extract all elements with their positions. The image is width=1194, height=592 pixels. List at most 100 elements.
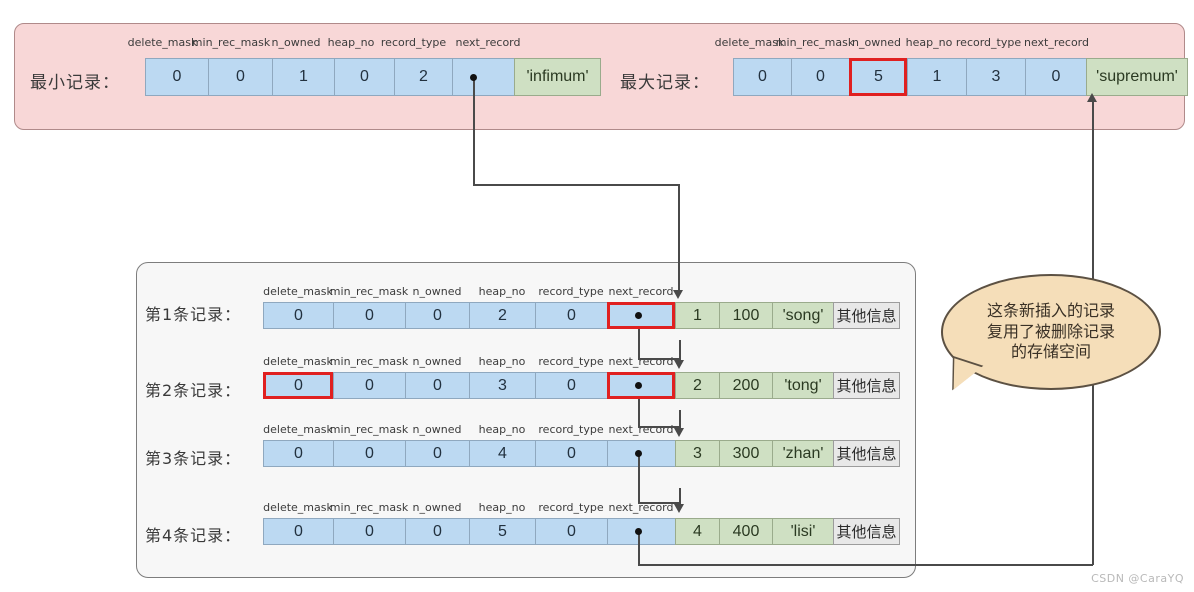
supremum-delete-mask[interactable]: 0 (733, 58, 791, 96)
header-min-rec-mask: min_rec_mask (329, 423, 409, 436)
header-delete-mask: delete_mask (263, 423, 333, 436)
record-2-label: 第2条记录： (145, 381, 242, 400)
infimum-next-record[interactable] (452, 58, 514, 96)
header-delete-mask: delete_mask (263, 355, 333, 368)
infimum-record-type[interactable]: 2 (394, 58, 452, 96)
record-4-name[interactable]: 'lisi' (772, 518, 833, 545)
header-n-owned: n_owned (271, 36, 321, 49)
record-1-extra[interactable]: 其他信息 (833, 302, 900, 329)
supremum-min-rec-mask[interactable]: 0 (791, 58, 849, 96)
record-1-number[interactable]: 100 (719, 302, 772, 329)
record-1-id[interactable]: 1 (675, 302, 719, 329)
callout-line-3: 的存储空间 (1010, 342, 1091, 362)
record-3-pointer-dot (635, 450, 642, 457)
header-min-rec-mask: min_rec_mask (329, 501, 409, 514)
header-record-type: record_type (538, 423, 604, 436)
table-row: 0 0 0 3 0 2 200 'tong' 其他信息 (263, 372, 900, 399)
infimum-heap-no[interactable]: 0 (334, 58, 394, 96)
record-1-delete-mask[interactable]: 0 (263, 302, 333, 329)
record-2-field-headers: delete_mask min_rec_mask n_owned heap_no… (263, 356, 675, 367)
header-delete-mask: delete_mask (127, 36, 198, 49)
link-infimum-h (473, 184, 679, 186)
record-2-number[interactable]: 200 (719, 372, 772, 399)
record-1-record-type[interactable]: 0 (535, 302, 607, 329)
header-n-owned: n_owned (852, 36, 901, 49)
link-r2-arrowhead (674, 428, 684, 437)
record-4-number[interactable]: 400 (719, 518, 772, 545)
record-4-id[interactable]: 4 (675, 518, 719, 545)
record-3-field-headers: delete_mask min_rec_mask n_owned heap_no… (263, 424, 675, 435)
supremum-name[interactable]: 'supremum' (1086, 58, 1188, 96)
record-3-record-type[interactable]: 0 (535, 440, 607, 467)
table-row: 0 0 0 5 0 4 400 'lisi' 其他信息 (263, 518, 900, 545)
record-4-record-type[interactable]: 0 (535, 518, 607, 545)
infimum-field-headers: delete_mask min_rec_mask n_owned heap_no… (127, 36, 589, 49)
callout-line-2: 复用了被删除记录 (986, 321, 1115, 341)
header-min-rec-mask: min_rec_mask (775, 36, 855, 49)
link-r2-v1 (638, 385, 640, 427)
infimum-n-owned[interactable]: 1 (272, 58, 334, 96)
infimum-delete-mask[interactable]: 0 (145, 58, 208, 96)
record-2-name[interactable]: 'tong' (772, 372, 833, 399)
supremum-record-type[interactable]: 3 (966, 58, 1025, 96)
record-3-id[interactable]: 3 (675, 440, 719, 467)
record-2-delete-mask[interactable]: 0 (263, 372, 333, 399)
record-1-n-owned[interactable]: 0 (405, 302, 469, 329)
link-r4-h (638, 564, 1093, 566)
record-2-n-owned[interactable]: 0 (405, 372, 469, 399)
record-2-min-rec-mask[interactable]: 0 (333, 372, 405, 399)
record-4-n-owned[interactable]: 0 (405, 518, 469, 545)
record-4-min-rec-mask[interactable]: 0 (333, 518, 405, 545)
record-4-extra[interactable]: 其他信息 (833, 518, 900, 545)
record-3-heap-no[interactable]: 4 (469, 440, 535, 467)
record-2-record-type[interactable]: 0 (535, 372, 607, 399)
infimum-pointer-dot (470, 74, 477, 81)
infimum-name[interactable]: 'infimum' (514, 58, 601, 96)
supremum-row-label: 最大记录： (620, 73, 710, 93)
record-3-name[interactable]: 'zhan' (772, 440, 833, 467)
header-record-type: record_type (538, 501, 604, 514)
record-4-delete-mask[interactable]: 0 (263, 518, 333, 545)
record-3-delete-mask[interactable]: 0 (263, 440, 333, 467)
supremum-n-owned[interactable]: 5 (849, 58, 907, 96)
infimum-record: 0 0 1 0 2 'infimum' (145, 58, 601, 96)
supremum-record: 0 0 5 1 3 0 'supremum' (733, 58, 1188, 96)
header-delete-mask: delete_mask (263, 285, 333, 298)
link-r1-arrowhead (674, 360, 684, 369)
header-n-owned: n_owned (412, 423, 462, 436)
header-record-type: record_type (538, 285, 604, 298)
link-r3-arrowhead (674, 504, 684, 513)
record-3-n-owned[interactable]: 0 (405, 440, 469, 467)
header-record-type: record_type (538, 355, 604, 368)
link-r3-h (638, 502, 680, 504)
header-next-record: next_record (608, 501, 674, 514)
record-1-min-rec-mask[interactable]: 0 (333, 302, 405, 329)
table-row: 0 0 0 2 0 1 100 'song' 其他信息 (263, 302, 900, 329)
infimum-min-rec-mask[interactable]: 0 (208, 58, 272, 96)
link-r4-v1 (638, 531, 640, 565)
record-3-min-rec-mask[interactable]: 0 (333, 440, 405, 467)
record-3-number[interactable]: 300 (719, 440, 772, 467)
supremum-next-record[interactable]: 0 (1025, 58, 1086, 96)
record-1-label: 第1条记录： (145, 305, 242, 324)
record-2-extra[interactable]: 其他信息 (833, 372, 900, 399)
watermark: CSDN @CaraYQ (1091, 572, 1184, 585)
record-3-extra[interactable]: 其他信息 (833, 440, 900, 467)
header-min-rec-mask: min_rec_mask (329, 285, 409, 298)
record-2-heap-no[interactable]: 3 (469, 372, 535, 399)
record-4-heap-no[interactable]: 5 (469, 518, 535, 545)
record-2-id[interactable]: 2 (675, 372, 719, 399)
supremum-heap-no[interactable]: 1 (907, 58, 966, 96)
link-r1-v1 (638, 315, 640, 359)
header-heap-no: heap_no (478, 501, 526, 514)
header-heap-no: heap_no (327, 36, 375, 49)
link-r4-arrowhead (1087, 93, 1097, 102)
table-row: 0 0 0 4 0 3 300 'zhan' 其他信息 (263, 440, 900, 467)
record-1-name[interactable]: 'song' (772, 302, 833, 329)
header-delete-mask: delete_mask (714, 36, 785, 49)
link-r3-v2 (679, 488, 681, 504)
header-n-owned: n_owned (412, 355, 462, 368)
header-min-rec-mask: min_rec_mask (191, 36, 271, 49)
record-1-heap-no[interactable]: 2 (469, 302, 535, 329)
